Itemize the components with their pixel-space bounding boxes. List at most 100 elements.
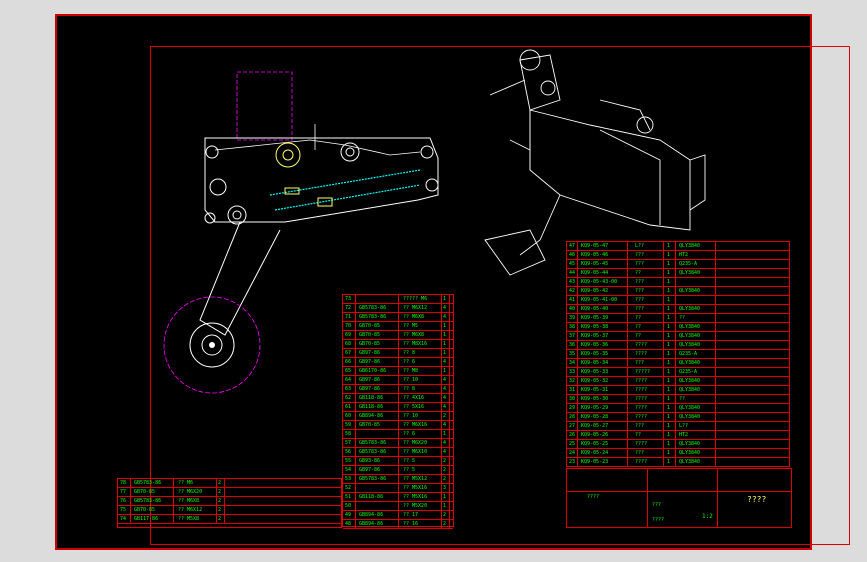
cell-no: 62 [345, 395, 352, 401]
cell-divider [715, 449, 716, 457]
cell-q: 4 [443, 314, 447, 320]
cell-divider [441, 484, 442, 492]
cell-divider [173, 515, 174, 523]
cell-code: KQ9-05-31 [581, 387, 609, 393]
cell-divider [355, 349, 356, 357]
cell-divider [224, 479, 225, 487]
cell-name: ?? 10 [403, 413, 419, 419]
cell-divider [627, 314, 628, 322]
cell-divider [355, 448, 356, 456]
cell-divider [715, 386, 716, 394]
cell-no: 49 [345, 512, 352, 518]
cell-divider [577, 323, 578, 331]
cell-q: 1 [667, 270, 671, 276]
cell-divider [130, 497, 131, 505]
cell-divider [355, 466, 356, 474]
isometric-view [484, 49, 706, 276]
cell-divider [224, 506, 225, 514]
cell-divider [675, 458, 676, 466]
cell-name: ???? [635, 441, 648, 447]
cell-divider [173, 497, 174, 505]
cell-divider [675, 404, 676, 412]
cell-divider [675, 449, 676, 457]
cell-divider [130, 479, 131, 487]
title-block-hdivider [567, 491, 791, 492]
cell-code: KQ9-05-35 [581, 351, 609, 357]
cell-divider [577, 431, 578, 439]
cell-divider [441, 412, 442, 420]
roller-small-2 [204, 212, 216, 224]
cell-divider [715, 314, 716, 322]
cell-divider [663, 269, 664, 277]
cell-divider [627, 413, 628, 421]
cell-name: ?? M5X12 [403, 476, 428, 482]
cell-code: GB97-86 [359, 350, 381, 356]
cell-divider [449, 466, 450, 474]
cell-divider [675, 314, 676, 322]
cell-divider [441, 493, 442, 501]
cell-no: 57 [345, 440, 352, 446]
cell-no: 40 [569, 306, 576, 312]
cell-divider [398, 484, 399, 492]
cell-divider [398, 448, 399, 456]
cell-divider [398, 376, 399, 384]
cell-code: KQ9-05-33 [581, 369, 609, 375]
cell-no: 56 [345, 449, 352, 455]
cell-no: 67 [345, 350, 352, 356]
cell-divider [627, 350, 628, 358]
cell-divider [715, 332, 716, 340]
cell-q: 2 [443, 521, 447, 527]
cell-code: GB97-86 [359, 359, 381, 365]
cell-divider [627, 278, 628, 286]
cell-code: KQ9-05-44 [581, 270, 609, 276]
cell-divider [675, 260, 676, 268]
cell-divider [355, 367, 356, 375]
cell-divider [355, 313, 356, 321]
cell-name: ?? 5 [403, 458, 416, 464]
cell-q: 1 [667, 405, 671, 411]
cell-divider [449, 484, 450, 492]
cell-divider [441, 313, 442, 321]
cell-code: GB894-86 [359, 521, 384, 527]
cell-code: GB97-86 [359, 377, 381, 383]
cell-code: GB894-86 [359, 512, 384, 518]
pivot-6 [425, 178, 439, 192]
cell-divider [663, 449, 664, 457]
cell-divider [398, 394, 399, 402]
cell-divider [663, 305, 664, 313]
cell-name: ???? [635, 405, 648, 411]
cell-divider [216, 515, 217, 523]
cell-divider [441, 367, 442, 375]
cell-divider [663, 440, 664, 448]
cell-divider [449, 448, 450, 456]
cell-divider [398, 421, 399, 429]
drawing-frame [150, 46, 850, 545]
cell-divider [398, 304, 399, 312]
cell-divider [715, 287, 716, 295]
cell-divider [216, 488, 217, 496]
cell-divider [577, 305, 578, 313]
cell-q: 1 [667, 450, 671, 456]
cell-no: 61 [345, 404, 352, 410]
cell-divider [449, 304, 450, 312]
cell-divider [577, 287, 578, 295]
cell-q: 1 [443, 368, 447, 374]
cell-divider [675, 269, 676, 277]
cell-divider [675, 251, 676, 259]
scale-value: 1:2 [702, 513, 713, 520]
cell-code: GB5783-86 [134, 480, 162, 486]
cell-name: ???? [635, 414, 648, 420]
cell-m: QLY3840 [679, 342, 701, 348]
cell-divider [675, 278, 676, 286]
cell-name: ?? M5X16 [403, 485, 428, 491]
